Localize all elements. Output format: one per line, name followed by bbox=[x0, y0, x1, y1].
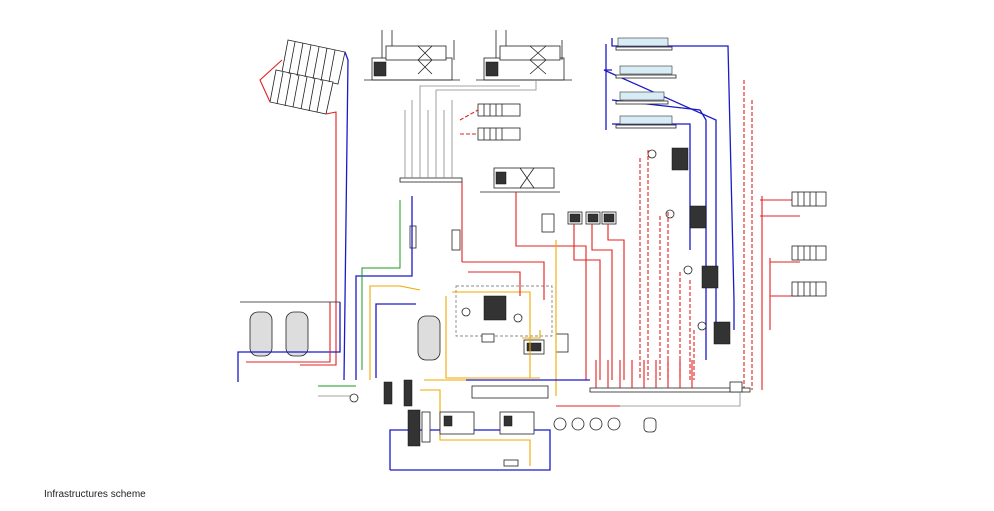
monitor-station bbox=[523, 339, 545, 355]
storage-tank-3 bbox=[417, 315, 441, 361]
drain-valve bbox=[503, 459, 519, 467]
water-treatment bbox=[383, 379, 413, 407]
heat-exchanger-1 bbox=[647, 147, 689, 171]
storage-tank-1 bbox=[249, 311, 273, 357]
upper-collector bbox=[399, 177, 463, 183]
pump-unit bbox=[481, 333, 495, 343]
central-plant-boundary bbox=[455, 285, 553, 337]
radiant-panel-1 bbox=[615, 37, 673, 51]
heat-exchanger-2 bbox=[665, 205, 707, 229]
distribution-manifold bbox=[589, 387, 751, 393]
figure-caption: Infrastructures scheme bbox=[44, 489, 146, 500]
boiler-2 bbox=[499, 411, 535, 435]
radiant-panel-3 bbox=[615, 91, 669, 105]
heat-exchanger-bottom bbox=[407, 409, 431, 447]
main-collector bbox=[471, 385, 549, 399]
main-valve bbox=[349, 393, 359, 403]
terminal-units bbox=[567, 211, 617, 225]
manifold-pump bbox=[729, 381, 743, 393]
fan-coil-right-2 bbox=[791, 245, 827, 261]
heat-exchanger-3 bbox=[683, 265, 719, 289]
storage-tank-2 bbox=[285, 311, 309, 357]
solar-panel-array bbox=[269, 39, 346, 115]
radiant-panel-4 bbox=[615, 115, 677, 129]
heat-pump-central bbox=[461, 295, 523, 323]
heat-exchanger-4 bbox=[697, 321, 731, 345]
expansion-vessel bbox=[451, 229, 461, 251]
air-handling-unit-1 bbox=[364, 45, 460, 81]
fan-coil-units-upper bbox=[477, 103, 521, 141]
air-handling-unit-3 bbox=[480, 167, 560, 193]
control-panel bbox=[541, 213, 555, 233]
pump-group bbox=[553, 417, 657, 433]
boiler-1 bbox=[439, 411, 475, 435]
air-handling-unit-2 bbox=[476, 45, 572, 81]
filter-unit bbox=[409, 225, 417, 249]
radiant-panel-2 bbox=[615, 65, 677, 79]
fan-coil-right-1 bbox=[791, 191, 827, 207]
fan-coil-right-3 bbox=[791, 281, 827, 297]
switchboard bbox=[555, 333, 569, 353]
